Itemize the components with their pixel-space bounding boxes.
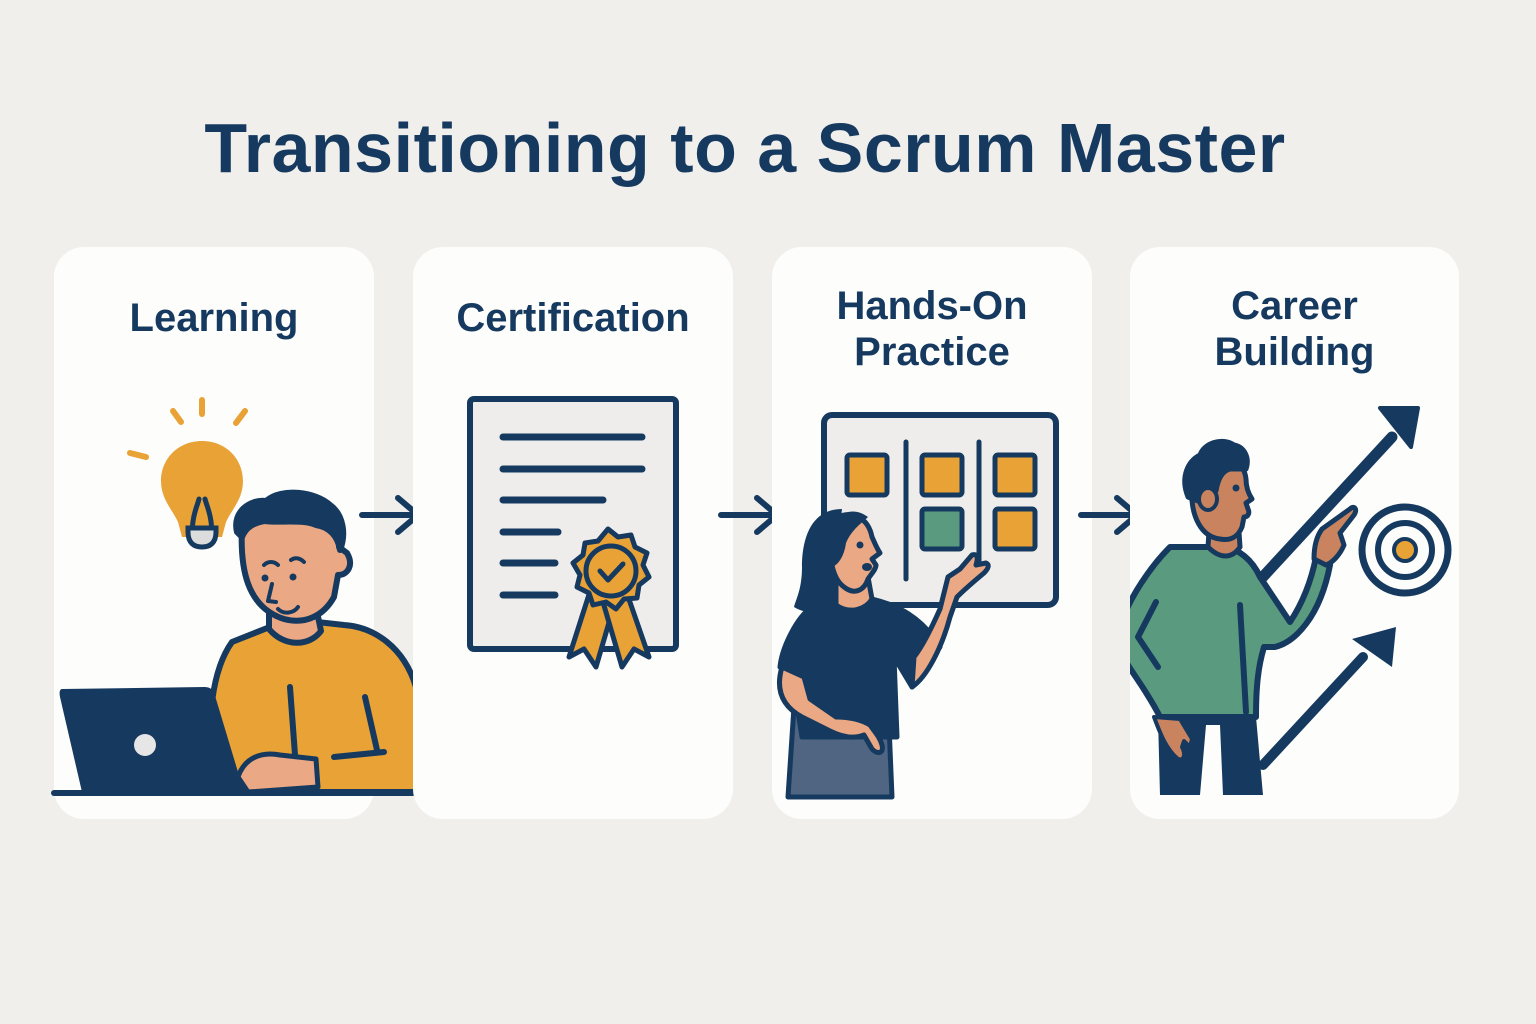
step-label-learning: Learning [129, 296, 299, 340]
step-label-hands-on-practice: Hands-On Practice [772, 283, 1092, 375]
target-icon [1358, 503, 1452, 597]
step-card-learning: Learning [51, 247, 443, 819]
step-card-certification: Certification [413, 247, 733, 819]
person-growth-arrows-target-illustration [1130, 406, 1452, 795]
step-label-line-2: Practice [854, 330, 1010, 374]
step-label-career-building: Career Building [1130, 283, 1459, 375]
person-kanban-board-illustration [777, 412, 1059, 800]
certificate-ribbon-illustration [467, 396, 679, 670]
step-label-line-1: Career [1231, 284, 1358, 328]
step-card-hands-on-practice: Hands-On Practice [772, 247, 1092, 819]
step-label-line-1: Hands-On [836, 284, 1028, 328]
step-card-career-building: Career Building [1130, 247, 1459, 819]
page-title: Transitioning to a Scrum Master [204, 109, 1286, 187]
growth-arrow-icon [1254, 406, 1420, 586]
step-label-line-2: Building [1214, 330, 1375, 374]
step-label-certification: Certification [456, 296, 690, 340]
person-laptop-lightbulb-illustration [51, 397, 443, 796]
lightbulb-icon [127, 397, 248, 460]
growth-arrow-icon [1258, 627, 1396, 770]
